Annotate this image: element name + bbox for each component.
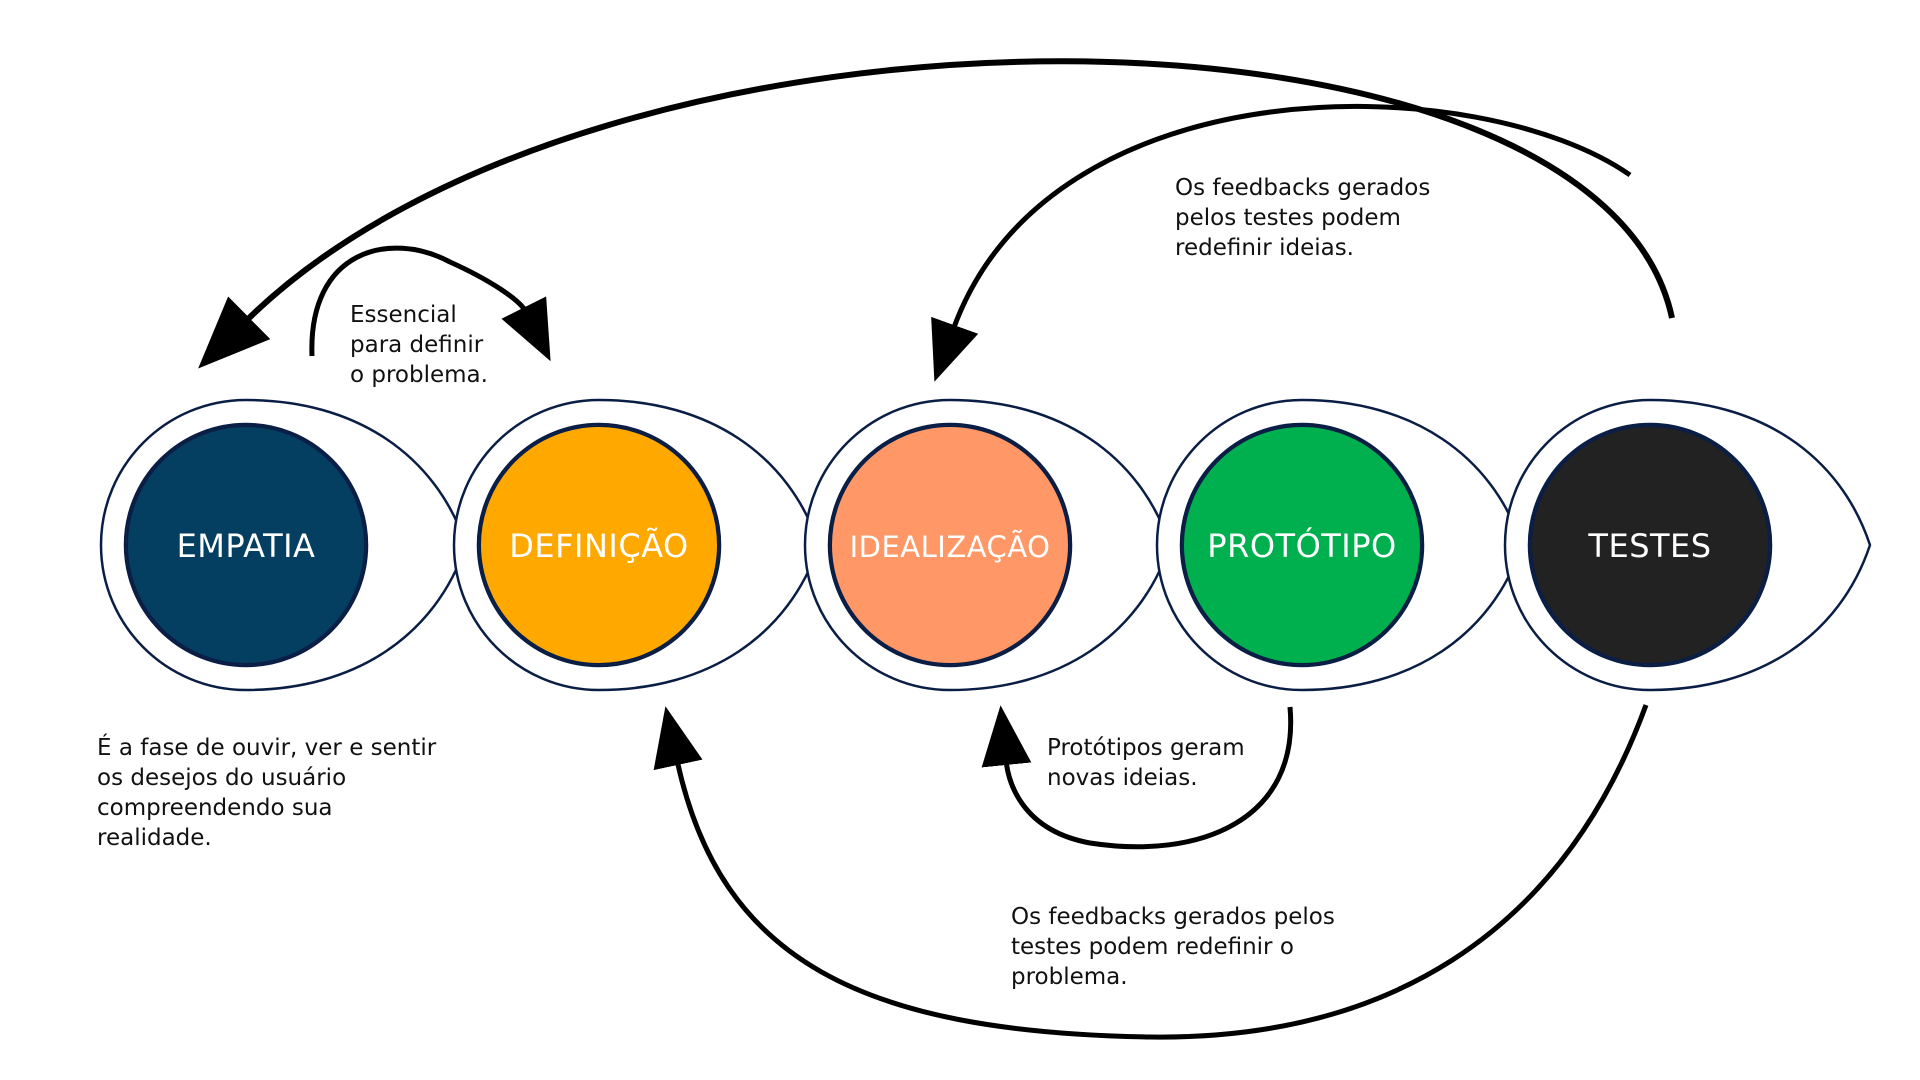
note-line: É a fase de ouvir, ver e sentir — [97, 735, 437, 761]
stage-label: DEFINIÇÃO — [509, 527, 688, 565]
stage-label: TESTES — [1587, 527, 1711, 565]
note-line: compreendendo sua — [97, 795, 333, 821]
stage-label: IDEALIZAÇÃO — [850, 530, 1051, 564]
note-line: realidade. — [97, 825, 212, 851]
arrow-testes-to-definicao — [653, 704, 1649, 1040]
stage-empatia: EMPATIA — [99, 398, 468, 692]
note-empatia: É a fase de ouvir, ver e sentir os desej… — [97, 733, 436, 853]
note-line: redefinir ideias. — [1175, 235, 1354, 261]
note-line: pelos testes podem — [1175, 205, 1401, 231]
note-line: testes podem redefinir o — [1011, 934, 1294, 960]
note-line: novas ideias. — [1047, 765, 1198, 791]
note-line: problema. — [1011, 964, 1128, 990]
arrow-empatia-to-definicao — [309, 245, 551, 362]
note-line: o problema. — [350, 362, 488, 388]
note-line: Essencial — [350, 302, 457, 328]
stage-circle — [126, 425, 366, 665]
stage-circle — [830, 425, 1070, 665]
stage-circle — [479, 425, 719, 665]
arrow-testes-to-empatia — [198, 58, 1675, 369]
arrow-testes-to-idealizacao — [931, 104, 1632, 382]
stage-testes: TESTES — [1503, 398, 1872, 692]
stage-idealizacao: IDEALIZAÇÃO — [803, 398, 1172, 692]
note-line: para definir — [350, 332, 484, 358]
stage-prototipo: PROTÓTIPO — [1155, 398, 1524, 692]
note-idealizacao: Os feedbacks gerados pelos testes podem … — [1175, 173, 1430, 263]
note-prototipo: Protótipos geram novas ideias. — [1047, 733, 1245, 793]
note-definicao: Essencial para definir o problema. — [350, 300, 488, 390]
arrow-prototipo-to-idealizacao — [981, 705, 1294, 850]
note-line: Os feedbacks gerados pelos — [1011, 904, 1335, 930]
stage-label: EMPATIA — [177, 527, 316, 565]
note-line: Protótipos geram — [1047, 735, 1245, 761]
stage-label: PROTÓTIPO — [1207, 526, 1396, 565]
stage-circle — [1530, 425, 1770, 665]
note-line: os desejos do usuário — [97, 765, 347, 791]
stage-definicao: DEFINIÇÃO — [452, 398, 821, 692]
stage-circle — [1182, 425, 1422, 665]
note-testes: Os feedbacks gerados pelos testes podem … — [1011, 902, 1335, 992]
note-line: Os feedbacks gerados — [1175, 175, 1431, 201]
